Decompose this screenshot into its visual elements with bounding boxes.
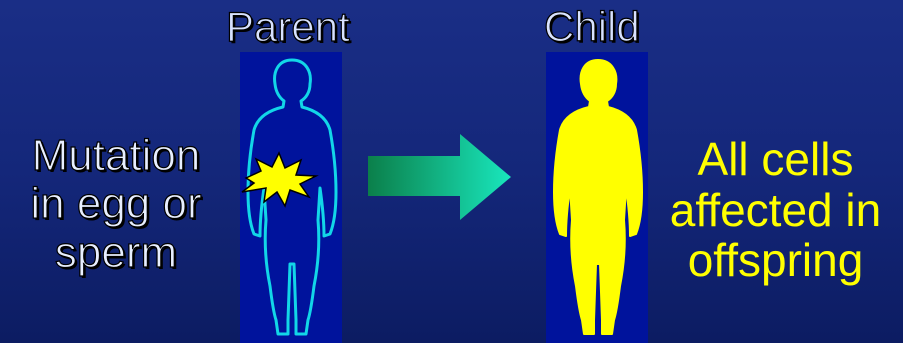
mutation-caption: Mutation in egg or sperm <box>0 132 232 277</box>
parent-heading: Parent <box>226 6 350 48</box>
child-heading: Child <box>544 6 640 48</box>
starburst-icon <box>234 150 324 210</box>
offspring-caption-line-3: offspring <box>648 235 903 286</box>
offspring-caption: All cells affected in offspring <box>648 134 903 286</box>
mutation-caption-line-1: Mutation <box>0 132 232 180</box>
mutation-caption-line-2: in egg or <box>0 180 232 228</box>
person-silhouette-icon <box>546 52 648 343</box>
offspring-caption-line-2: affected in <box>648 185 903 236</box>
mutation-caption-line-3: sperm <box>0 229 232 277</box>
offspring-caption-line-1: All cells <box>648 134 903 185</box>
arrow-right-icon <box>368 134 512 220</box>
